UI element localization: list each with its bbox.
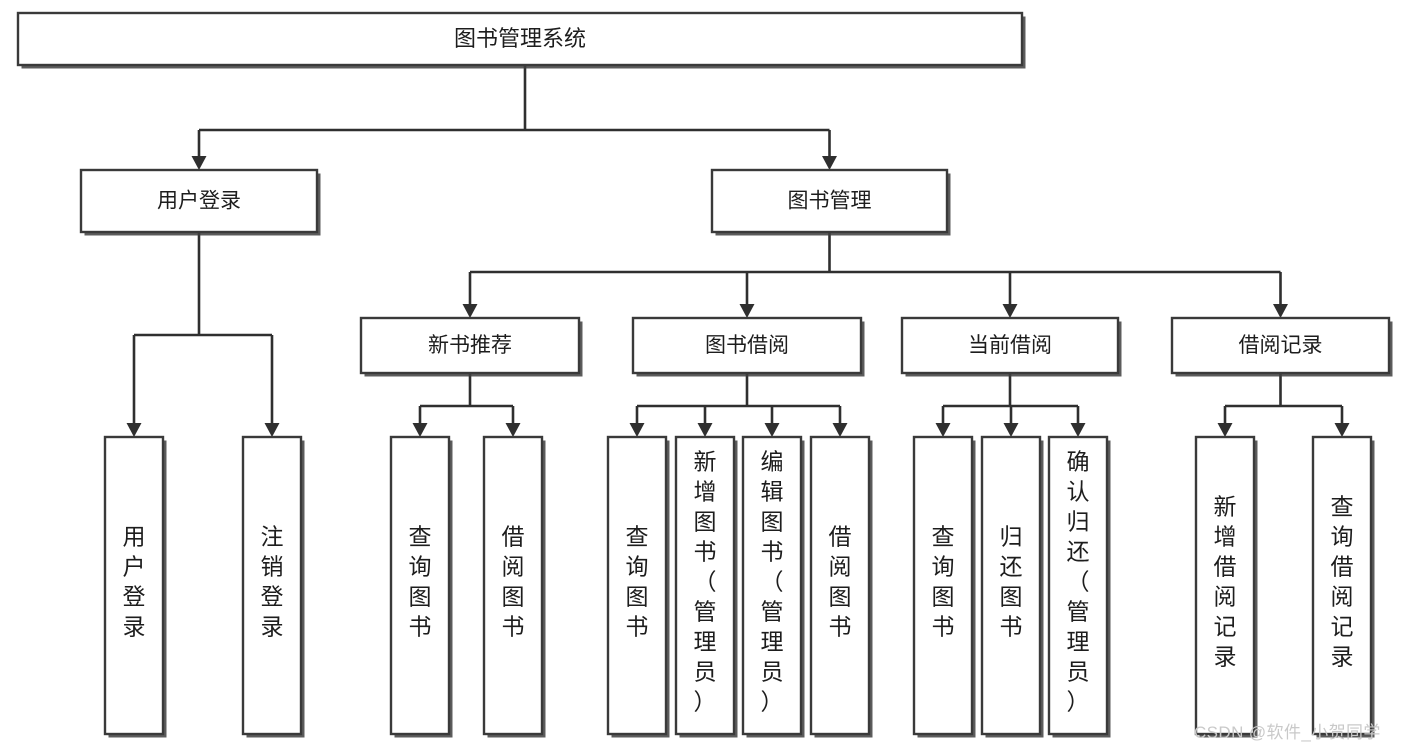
node-label-leaf-user-logout: 注销登录	[261, 523, 284, 639]
diagram-nodes: 图书管理系统用户登录图书管理新书推荐图书借阅当前借阅借阅记录用户登录注销登录查询…	[16, 11, 1393, 738]
node-user-login[interactable]	[79, 168, 319, 234]
csdn-watermark: CSDN @软件_小贺同学	[1194, 723, 1381, 742]
node-leaf-add-book[interactable]	[674, 435, 736, 736]
node-leaf-confirm-return[interactable]	[1047, 435, 1109, 736]
node-leaf-query-book-1[interactable]	[389, 435, 451, 736]
node-label-leaf-borrow-book-2: 借阅图书	[829, 523, 852, 639]
node-label-leaf-query-book-3: 查询图书	[932, 523, 955, 639]
node-book-borrow[interactable]	[631, 316, 863, 375]
node-label-leaf-query-book-2: 查询图书	[626, 523, 649, 639]
node-label-user-login: 用户登录	[157, 190, 241, 213]
node-label-leaf-query-book-1: 查询图书	[409, 523, 432, 639]
node-label-borrow-record: 借阅记录	[1239, 334, 1323, 357]
node-label-leaf-add-book: 新增图书（管理员）	[694, 448, 717, 714]
node-label-leaf-return-book: 归还图书	[1000, 523, 1023, 639]
connector-edges	[126, 65, 1350, 437]
node-label-leaf-query-record: 查询借阅记录	[1331, 493, 1354, 669]
node-label-book-borrow: 图书借阅	[705, 334, 789, 357]
node-borrow-record[interactable]	[1170, 316, 1391, 375]
node-leaf-return-book[interactable]	[980, 435, 1042, 736]
node-label-root: 图书管理系统	[454, 26, 586, 51]
node-current-borrow[interactable]	[900, 316, 1120, 375]
node-label-leaf-add-record: 新增借阅记录	[1214, 493, 1237, 669]
node-label-book-manage: 图书管理	[788, 190, 872, 213]
node-label-leaf-edit-book: 编辑图书（管理员）	[761, 448, 784, 714]
node-leaf-borrow-book-1[interactable]	[482, 435, 544, 736]
node-leaf-add-record[interactable]	[1194, 435, 1256, 736]
node-label-new-book-rec: 新书推荐	[428, 334, 512, 357]
node-book-manage[interactable]	[710, 168, 949, 234]
node-leaf-borrow-book-2[interactable]	[809, 435, 871, 736]
node-root-root[interactable]	[16, 11, 1024, 67]
node-leaf-user-logout[interactable]	[241, 435, 303, 736]
node-leaf-query-book-3[interactable]	[912, 435, 974, 736]
node-label-current-borrow: 当前借阅	[968, 334, 1052, 357]
node-leaf-query-book-2[interactable]	[606, 435, 668, 736]
node-label-leaf-borrow-book-1: 借阅图书	[502, 523, 525, 639]
node-leaf-query-record[interactable]	[1311, 435, 1373, 736]
node-label-leaf-user-login: 用户登录	[123, 523, 146, 639]
node-label-leaf-confirm-return: 确认归还（管理员）	[1067, 448, 1090, 714]
node-leaf-edit-book[interactable]	[741, 435, 803, 736]
node-new-book-rec[interactable]	[359, 316, 581, 375]
node-leaf-user-login[interactable]	[103, 435, 165, 736]
